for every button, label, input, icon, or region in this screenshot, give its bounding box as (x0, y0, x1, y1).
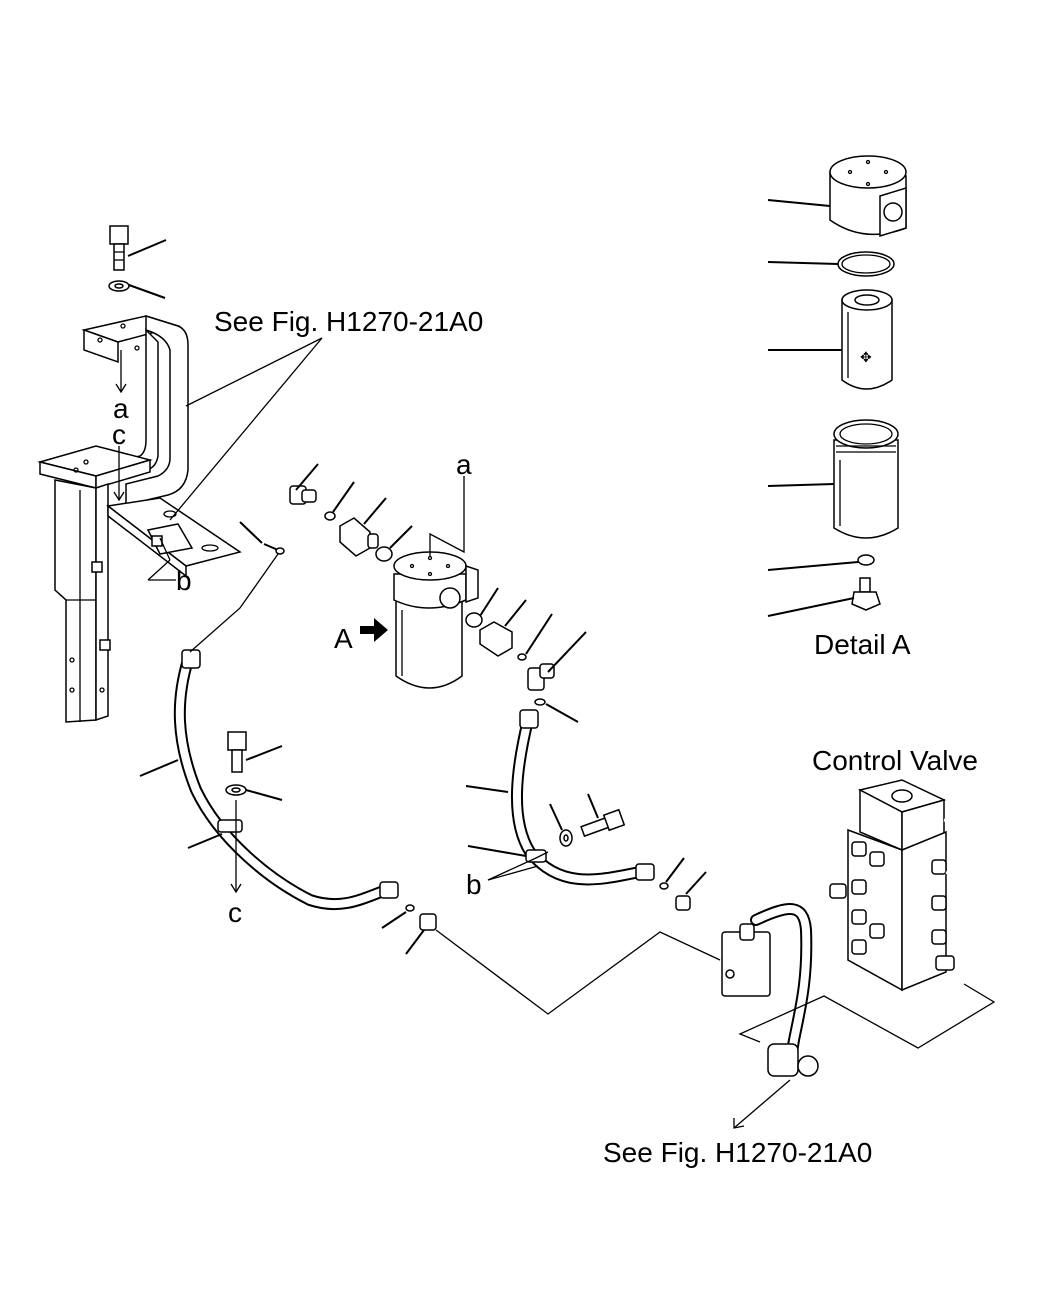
bracket-washer (108, 280, 130, 292)
mounting-bracket (81, 314, 189, 506)
inlet-elbow (289, 485, 317, 505)
control-valve-block (721, 923, 771, 997)
filter-inlet-fittings (239, 463, 413, 562)
see-fig-top-callout-lines (169, 337, 323, 521)
bracket-bolt (109, 225, 129, 271)
leader-left-clamp (187, 833, 223, 849)
inlet-o-ring-2 (375, 546, 393, 562)
clamp-washer (225, 784, 247, 796)
outlet-o-ring-2 (517, 653, 527, 661)
detail-a-exploded-view: ✥ (767, 155, 907, 617)
ref-lines-b-bracket (147, 537, 176, 581)
left-hose-end-fittings (381, 904, 721, 1015)
ref-label-c-hose: c (228, 897, 242, 928)
detail-drain-o-ring (857, 554, 875, 566)
inlet-pin (263, 543, 279, 551)
hose-clamp (217, 819, 243, 833)
svg-text:✥: ✥ (860, 350, 872, 366)
view-a-arrow (360, 618, 388, 642)
inlet-nut (339, 517, 379, 557)
bracket-assembly (37, 225, 242, 723)
detail-filter-head (829, 155, 907, 238)
leader-middle-hose (465, 785, 509, 793)
leader-left-hose (139, 759, 179, 777)
middle-hose-clamp (525, 849, 547, 863)
control-valve-label: Control Valve (812, 745, 978, 776)
detail-drain-plug (851, 577, 881, 611)
ref-label-b-hose: b (466, 869, 482, 900)
middle-clamp-bolt (580, 808, 626, 838)
mounting-plate (106, 497, 242, 578)
middle-clamp-washer (559, 829, 573, 847)
arrow-a-label: A (334, 623, 353, 654)
control-valve (829, 779, 976, 992)
middle-hose-end-fittings (659, 857, 707, 911)
outlet-o-ring-1 (465, 612, 483, 628)
ref-label-b-bracket: b (176, 565, 192, 596)
control-valve-hose (750, 903, 819, 1077)
ref-label-a-bracket: a (113, 393, 129, 424)
leader-middle-clamp (467, 845, 527, 857)
leader-bracket-washer (128, 284, 166, 299)
ref-label-c-bracket: c (112, 419, 126, 450)
outlet-elbow (527, 663, 555, 691)
see-fig-bottom-callout-line (733, 1079, 791, 1129)
detail-filter-bowl (833, 419, 899, 539)
left-hose-assembly (173, 553, 399, 911)
frame-member (37, 445, 153, 723)
outlet-nut (479, 621, 513, 657)
hydraulic-filter (393, 476, 479, 689)
ref-label-a-filter: a (456, 449, 472, 480)
detail-a-label: Detail A (814, 629, 911, 660)
inlet-o-ring-1 (324, 511, 336, 521)
detail-filter-element: ✥ (841, 289, 893, 390)
middle-hose-assembly (511, 698, 655, 886)
leader-bracket-bolt (127, 239, 167, 257)
filter-outlet-fittings (465, 587, 587, 691)
clamp-bolt (227, 731, 247, 773)
control-valve-support-lines (738, 983, 996, 1049)
see-fig-top-label: See Fig. H1270-21A0 (214, 306, 483, 337)
see-fig-bottom-label: See Fig. H1270-21A0 (603, 1137, 872, 1168)
